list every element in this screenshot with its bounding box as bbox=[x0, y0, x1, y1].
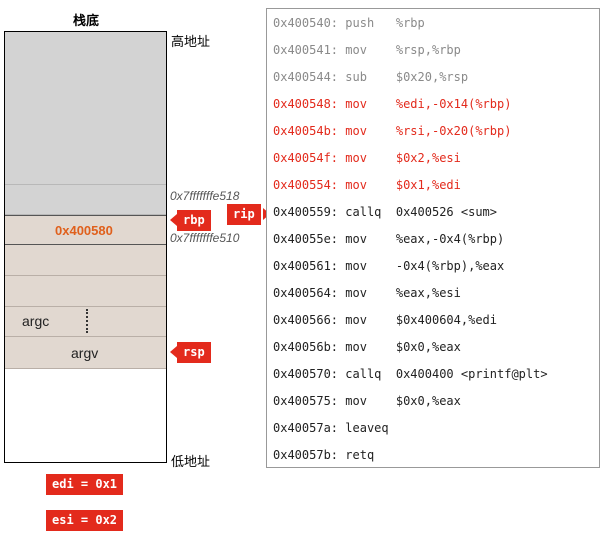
instruction-row: 0x400575: mov $0x0,%eax bbox=[273, 388, 461, 415]
instruction-row: 0x400566: mov $0x400604,%edi bbox=[273, 307, 497, 334]
rbp-pointer-tag: rbp bbox=[177, 210, 211, 231]
instruction-row: 0x400541: mov %rsp,%rbp bbox=[273, 37, 461, 64]
low-address-label: 低地址 bbox=[171, 454, 211, 469]
instruction-row: 0x40057a: leaveq bbox=[273, 415, 396, 442]
instruction-opcode: sub bbox=[345, 70, 389, 84]
instruction-address: 0x400540: bbox=[273, 16, 339, 30]
instruction-row: 0x400570: callq 0x400400 <printf@plt> bbox=[273, 361, 548, 388]
stack-cell-saved-rbp: 0x400580 bbox=[5, 215, 166, 245]
instruction-address: 0x400570: bbox=[273, 367, 339, 381]
instruction-address: 0x40054f: bbox=[273, 151, 339, 165]
instruction-address: 0x400575: bbox=[273, 394, 339, 408]
instruction-address: 0x40056b: bbox=[273, 340, 339, 354]
instruction-opcode: push bbox=[345, 16, 389, 30]
instruction-operands: 0x400526 <sum> bbox=[395, 205, 498, 219]
instruction-address: 0x40057b: bbox=[273, 448, 339, 462]
instruction-row: 0x400561: mov -0x4(%rbp),%eax bbox=[273, 253, 504, 280]
stack-cell-local-2 bbox=[5, 276, 166, 307]
stack-diagram: 0x400580 argc argv bbox=[4, 31, 167, 463]
instruction-row: 0x400559: callq 0x400526 <sum> bbox=[273, 199, 497, 226]
instruction-operands: $0x1,%edi bbox=[395, 178, 461, 192]
argc-label: argc bbox=[22, 313, 50, 329]
instruction-operands: $0x0,%eax bbox=[395, 340, 461, 354]
instruction-opcode: mov bbox=[345, 43, 389, 57]
instruction-row: 0x400544: sub $0x20,%rsp bbox=[273, 64, 468, 91]
stack-cell-argv: argv bbox=[5, 337, 166, 369]
instruction-address: 0x400564: bbox=[273, 286, 339, 300]
instruction-row: 0x400548: mov %edi,-0x14(%rbp) bbox=[273, 91, 511, 118]
rip-pointer-tag: rip bbox=[227, 204, 261, 225]
instruction-operands: %rsi,-0x20(%rbp) bbox=[395, 124, 512, 138]
rsp-arrow-icon bbox=[170, 346, 177, 358]
instruction-opcode: mov bbox=[345, 124, 389, 138]
instruction-row: 0x40054f: mov $0x2,%esi bbox=[273, 145, 461, 172]
stack-cell-local-1 bbox=[5, 245, 166, 276]
instruction-row: 0x400554: mov $0x1,%edi bbox=[273, 172, 461, 199]
instruction-address: 0x40055e: bbox=[273, 232, 339, 246]
instruction-opcode: mov bbox=[345, 151, 389, 165]
continuation-dots bbox=[86, 309, 88, 333]
rsp-pointer-tag: rsp bbox=[177, 342, 211, 363]
instruction-operands: $0x20,%rsp bbox=[395, 70, 469, 84]
instruction-operands: 0x400400 <printf@plt> bbox=[395, 367, 548, 381]
instruction-opcode: callq bbox=[345, 367, 389, 381]
stack-title: 栈底 bbox=[72, 13, 99, 28]
high-address-label: 高地址 bbox=[171, 34, 211, 49]
instruction-address: 0x400541: bbox=[273, 43, 339, 57]
instruction-row: 0x400540: push %rbp bbox=[273, 10, 425, 37]
instruction-address: 0x40054b: bbox=[273, 124, 339, 138]
instruction-opcode: mov bbox=[345, 313, 389, 327]
instruction-opcode: retq bbox=[345, 448, 389, 462]
instruction-operands: $0x0,%eax bbox=[395, 394, 461, 408]
instruction-opcode: mov bbox=[345, 286, 389, 300]
instruction-opcode: mov bbox=[345, 178, 389, 192]
rbp-arrow-icon bbox=[170, 214, 177, 226]
address-upper: 0x7fffffffe518 bbox=[170, 189, 240, 203]
stack-cell-unused-upper bbox=[5, 32, 166, 185]
instruction-address: 0x400554: bbox=[273, 178, 339, 192]
instruction-address: 0x400561: bbox=[273, 259, 339, 273]
instruction-opcode: leaveq bbox=[345, 421, 389, 435]
instruction-address: 0x400548: bbox=[273, 97, 339, 111]
stack-cell-argc: argc bbox=[5, 307, 166, 337]
instruction-operands: %edi,-0x14(%rbp) bbox=[395, 97, 512, 111]
instruction-opcode: mov bbox=[345, 259, 389, 273]
instruction-row: 0x40057b: retq bbox=[273, 442, 396, 469]
instruction-operands: -0x4(%rbp),%eax bbox=[395, 259, 505, 273]
instruction-operands: $0x400604,%edi bbox=[395, 313, 498, 327]
instruction-address: 0x400544: bbox=[273, 70, 339, 84]
instruction-operands: %rsp,%rbp bbox=[395, 43, 461, 57]
instruction-opcode: mov bbox=[345, 394, 389, 408]
address-lower: 0x7fffffffe510 bbox=[170, 231, 240, 245]
instruction-opcode: mov bbox=[345, 340, 389, 354]
instruction-opcode: callq bbox=[345, 205, 389, 219]
instruction-operands: %eax,%esi bbox=[395, 286, 461, 300]
instruction-operands: %eax,-0x4(%rbp) bbox=[395, 232, 505, 246]
saved-rbp-value: 0x400580 bbox=[55, 223, 113, 238]
instruction-operands: $0x2,%esi bbox=[395, 151, 461, 165]
instruction-row: 0x40056b: mov $0x0,%eax bbox=[273, 334, 461, 361]
instruction-opcode: mov bbox=[345, 97, 389, 111]
instruction-operands: %rbp bbox=[395, 16, 425, 30]
instruction-row: 0x40054b: mov %rsi,-0x20(%rbp) bbox=[273, 118, 511, 145]
instruction-address: 0x400566: bbox=[273, 313, 339, 327]
argv-label: argv bbox=[71, 345, 99, 361]
instruction-row: 0x400564: mov %eax,%esi bbox=[273, 280, 461, 307]
instruction-opcode: mov bbox=[345, 232, 389, 246]
instruction-address: 0x40057a: bbox=[273, 421, 339, 435]
esi-register-tag: esi = 0x2 bbox=[46, 510, 124, 531]
instruction-row: 0x40055e: mov %eax,-0x4(%rbp) bbox=[273, 226, 504, 253]
edi-register-tag: edi = 0x1 bbox=[46, 474, 124, 495]
stack-cell-return-address bbox=[5, 185, 166, 215]
instruction-address: 0x400559: bbox=[273, 205, 339, 219]
